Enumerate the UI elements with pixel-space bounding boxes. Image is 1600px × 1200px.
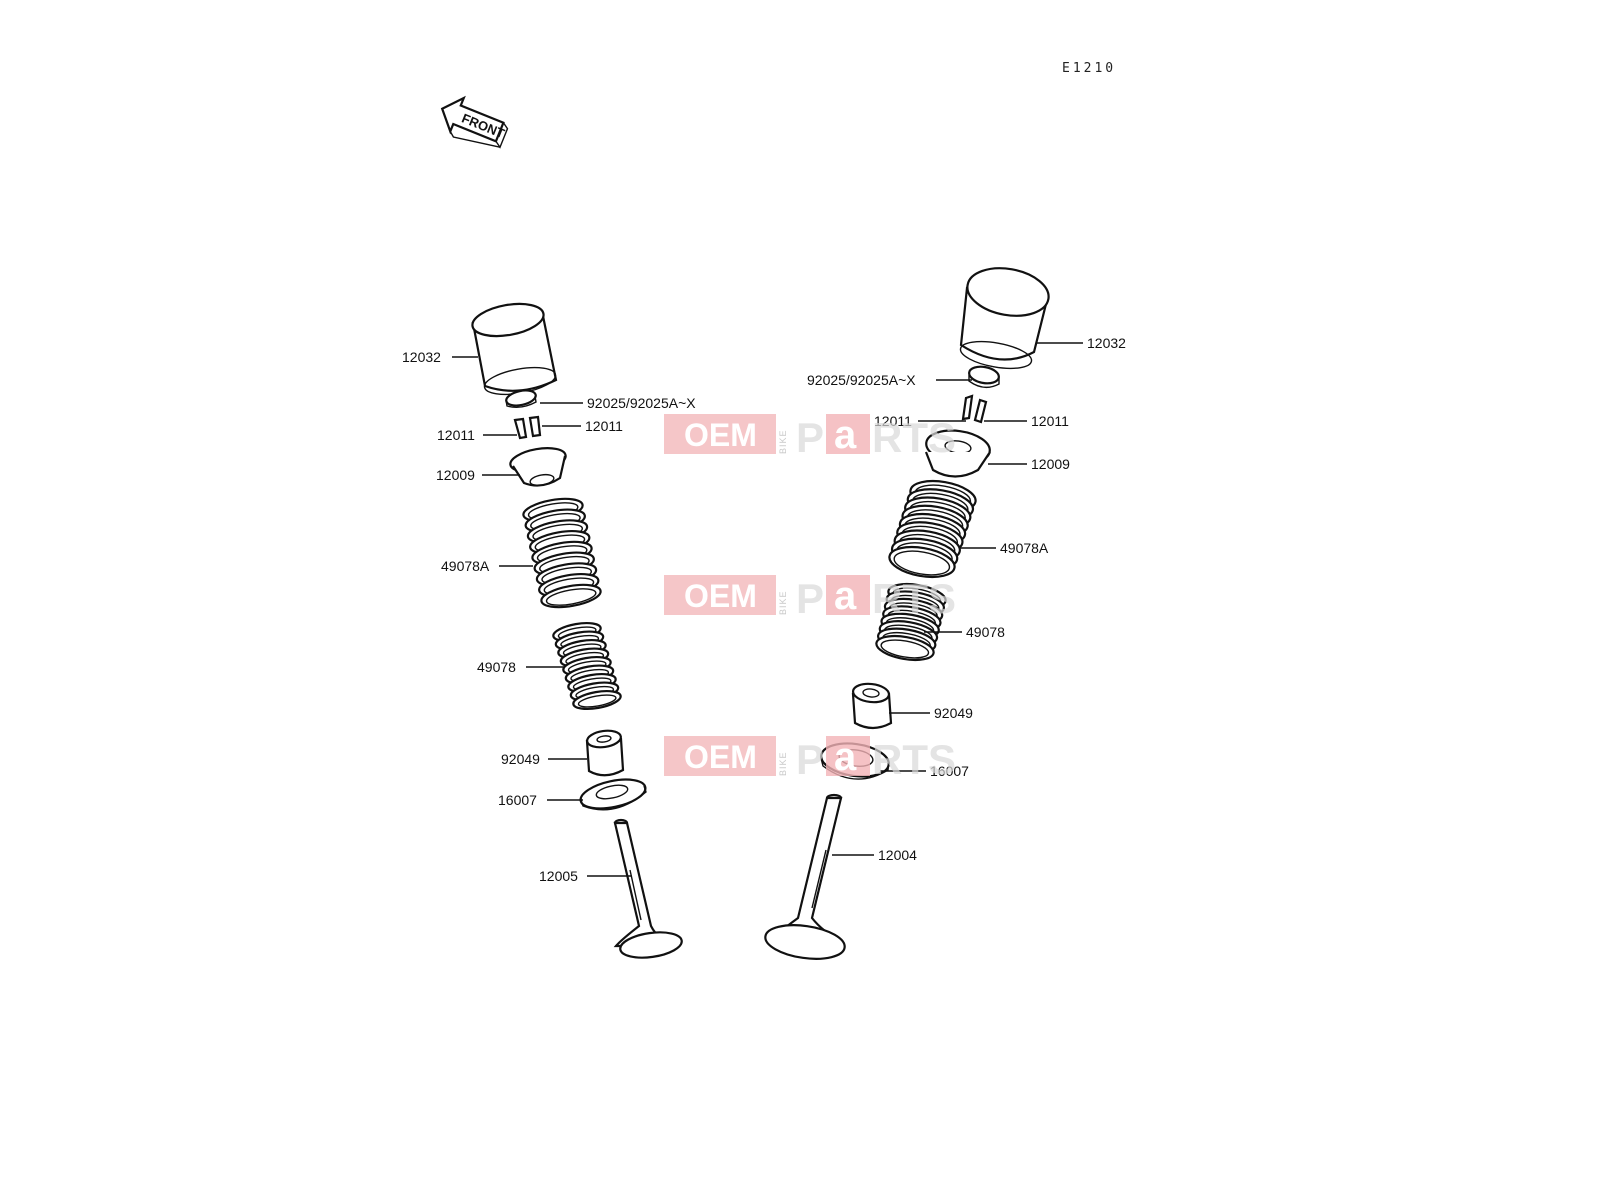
watermark-a-box xyxy=(826,736,870,776)
watermark-bike-text: BIKE xyxy=(778,590,788,615)
watermark-parts-p: P xyxy=(796,736,824,783)
left-exhaust-valve xyxy=(613,818,683,959)
left-label-cotter-b: 12011 xyxy=(585,418,623,434)
right-valve-stem-seal xyxy=(851,682,893,730)
left-valve-stem-seal xyxy=(585,729,625,777)
left-label-cotter-a: 12011 xyxy=(437,427,475,443)
right-label-shim: 92025/92025A~X xyxy=(807,372,916,388)
right-spring-retainer xyxy=(924,429,991,478)
right-label-spring-inner: 49078 xyxy=(966,624,1005,640)
right-label-retainer: 12009 xyxy=(1031,456,1070,472)
watermark-oem-box xyxy=(664,575,776,615)
spring-coil-inner xyxy=(880,639,930,659)
right-label-spring-outer: 49078A xyxy=(1000,540,1049,556)
watermark-parts-rest: RTS xyxy=(872,736,956,783)
right-label-seal: 92049 xyxy=(934,705,973,721)
watermark-a-box xyxy=(826,575,870,615)
left-label-seat: 16007 xyxy=(498,792,537,808)
watermark-bike-text: BIKE xyxy=(778,429,788,454)
right-valve-cotters xyxy=(961,394,988,424)
left-label-lifter: 12032 xyxy=(402,349,441,365)
right-label-cotter-b: 12011 xyxy=(1031,413,1069,429)
right-label-valve: 12004 xyxy=(878,847,917,863)
left-outer-valve-spring xyxy=(522,497,602,609)
watermark-parts-a: a xyxy=(834,735,857,779)
left-spring-retainer xyxy=(509,447,567,487)
left-label-retainer: 12009 xyxy=(436,467,475,483)
right-inner-valve-spring xyxy=(875,582,947,662)
watermark-parts-p: P xyxy=(796,414,824,461)
watermark-parts-p: P xyxy=(796,575,824,622)
watermark-oem-text: OEM xyxy=(684,578,757,614)
right-valve-shim xyxy=(968,365,1000,389)
diagram-code: E1210 xyxy=(1062,61,1116,76)
watermark-oem-box xyxy=(664,736,776,776)
watermark-oem-text: OEM xyxy=(684,417,757,453)
watermark-a-box xyxy=(826,414,870,454)
left-label-seal: 92049 xyxy=(501,751,540,767)
watermark-bike-text: BIKE xyxy=(778,751,788,776)
left-label-shim: 92025/92025A~X xyxy=(587,395,696,411)
watermark-oem-text: OEM xyxy=(684,739,757,775)
spring-coil-inner xyxy=(545,588,597,606)
watermark-parts-a: a xyxy=(834,413,857,457)
watermark-parts-rest: RTS xyxy=(872,575,956,622)
spring-coil-inner xyxy=(577,694,617,708)
spring-coil-inner xyxy=(893,550,951,576)
left-valve-lifter xyxy=(471,302,558,396)
right-label-seat: 16007 xyxy=(930,763,969,779)
spring-coil xyxy=(540,583,602,609)
front-arrow-icon: FRONT xyxy=(440,95,509,149)
left-valve-cotters xyxy=(513,415,542,440)
left-label-spring-inner: 49078 xyxy=(477,659,516,675)
right-intake-valve xyxy=(764,793,846,960)
left-label-valve: 12005 xyxy=(539,868,578,884)
watermark-oem-box xyxy=(664,414,776,454)
watermark-parts-a: a xyxy=(834,574,857,618)
right-label-cotter-a: 12011 xyxy=(874,413,912,429)
left-inner-valve-spring xyxy=(552,621,622,711)
watermark-parts-rest: RTS xyxy=(872,414,956,461)
left-label-spring-outer: 49078A xyxy=(441,558,490,574)
right-valve-lifter xyxy=(959,267,1050,370)
left-valve-shim xyxy=(505,389,537,409)
right-label-lifter: 12032 xyxy=(1087,335,1126,351)
right-outer-valve-spring xyxy=(888,479,977,579)
left-valve-spring-seat xyxy=(579,778,647,811)
